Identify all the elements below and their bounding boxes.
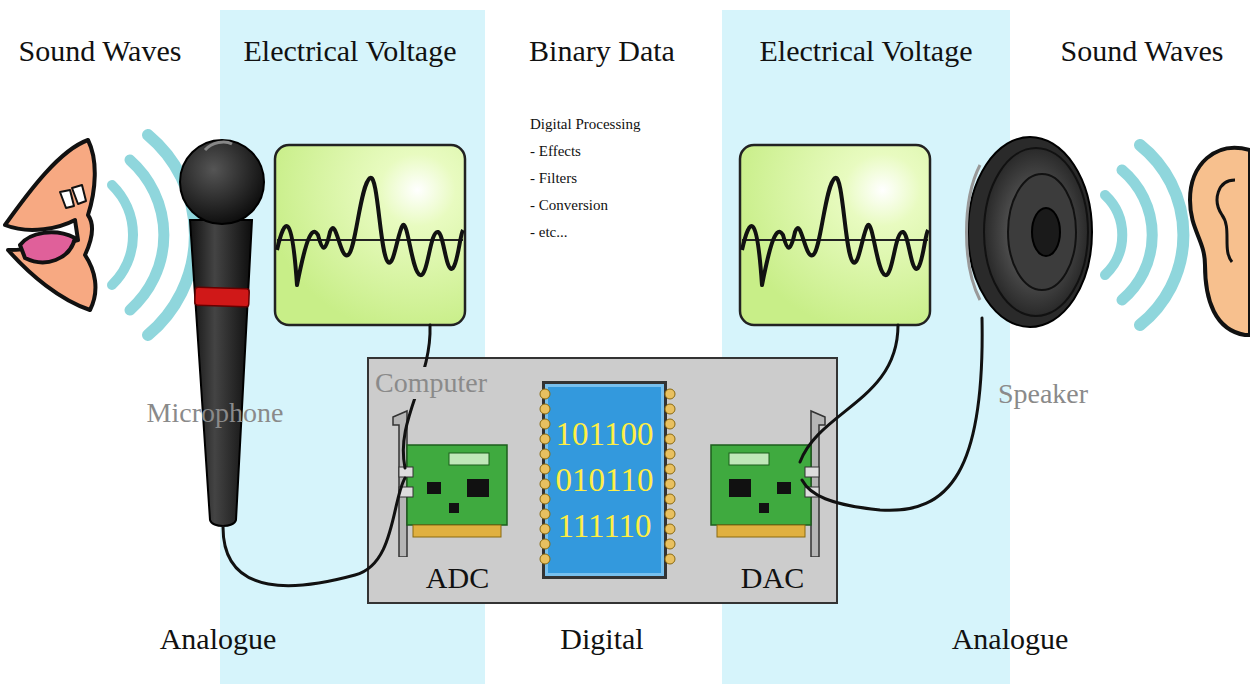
oscilloscope-screen [740,145,930,325]
memory-chip: 101100010110111110 [542,381,667,579]
processing-item: - Filters [530,170,577,187]
adc-card: ADC [389,407,526,597]
binary-digits: 010110 [556,457,654,503]
domain-label: Digital [560,622,643,656]
binary-digits: 101100 [556,411,654,457]
processing-note: Digital Processing [530,116,640,133]
dac-card: DAC [704,407,841,597]
expansion-card [389,407,514,557]
part-name: Microphone [147,397,284,429]
computer-box: ComputerADC 101100010110111110DAC [367,357,838,604]
expansion-card [704,407,829,557]
sound-waves [112,135,195,335]
scope-cable [403,325,430,468]
part-name: Speaker [998,378,1088,410]
column-heading: Electrical Voltage [244,34,457,68]
speaker [967,137,1093,327]
card-label: DAC [704,561,841,595]
processing-item: - Conversion [530,197,608,214]
domain-label: Analogue [160,622,277,656]
microphone [180,140,264,526]
mouth [5,140,95,310]
card-label: ADC [389,561,526,595]
oscilloscope-screen [275,145,465,325]
binary-digits: 111110 [557,503,651,549]
sound-waves [1105,145,1183,325]
column-heading: Electrical Voltage [760,34,973,68]
processing-item: - Effects [530,143,581,160]
column-heading: Binary Data [529,34,675,68]
microphone-cable [223,478,405,586]
processing-item: - etc... [530,224,567,241]
speaker-cable [802,318,982,510]
scope-cable [800,325,898,462]
column-heading: Sound Waves [19,34,182,68]
ear [1190,148,1250,335]
box-title: Computer [373,367,489,399]
domain-label: Analogue [952,622,1069,656]
column-heading: Sound Waves [1061,34,1224,68]
